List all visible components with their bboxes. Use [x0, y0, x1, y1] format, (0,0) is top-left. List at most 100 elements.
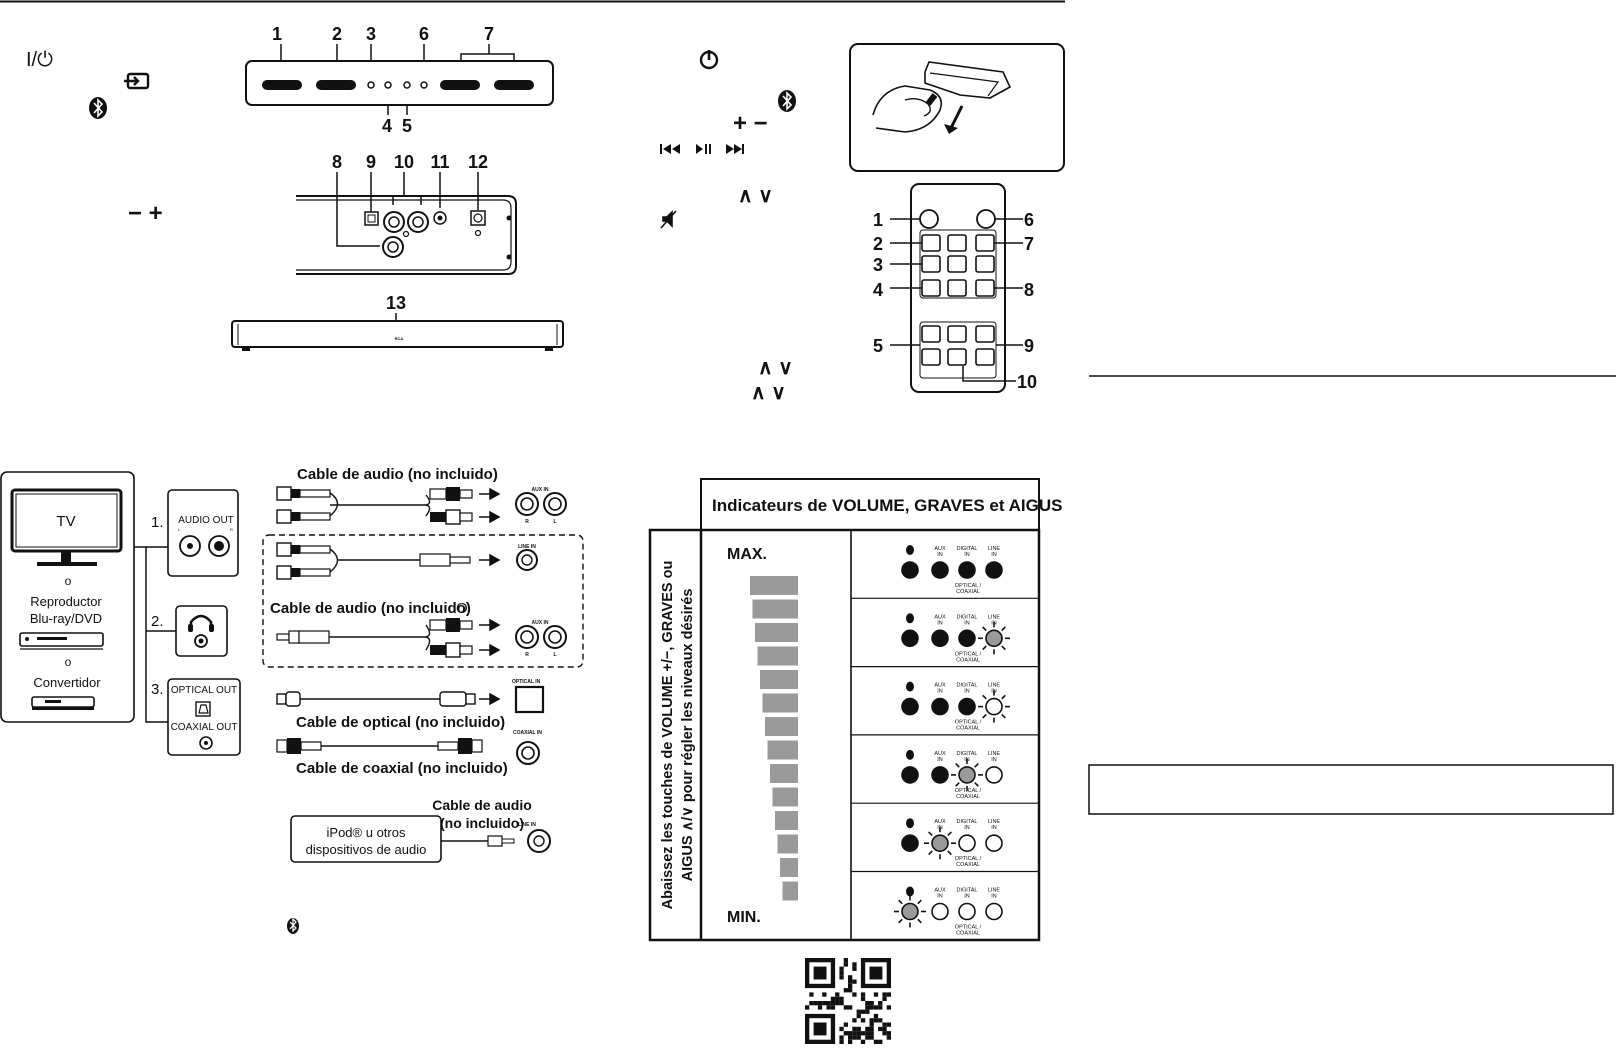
- rca-to-mini-cable: [276, 542, 501, 580]
- ind-bluetooth-icon: [906, 613, 914, 624]
- callout-3: 3: [366, 24, 376, 44]
- cable-audio-label-3-line2: (no incluido): [440, 815, 524, 831]
- ind-label-aux-in: IN: [937, 620, 943, 626]
- indicator-led: [931, 697, 949, 716]
- ind-label-digital: DIGITAL: [957, 819, 978, 825]
- bluetooth-small-icon: [287, 917, 299, 934]
- remote-callout-9: 9: [1024, 336, 1034, 356]
- ind-label-aux: AUX: [934, 888, 946, 894]
- mini-to-rca-cable: [276, 618, 501, 658]
- ipod-device-box: [290, 815, 442, 863]
- optical-coaxial-out-panel: [167, 678, 241, 756]
- side-text-line1: Abaissez les touches de VOLUME +/−, GRAV…: [660, 561, 676, 910]
- ind-label-aux: AUX: [934, 751, 946, 757]
- ind-label-line-in: IN: [991, 757, 997, 763]
- volume-bar: [752, 599, 798, 619]
- indicator-led: [985, 902, 1003, 921]
- power-symbol: I/⏻: [26, 49, 53, 71]
- ind-label-optical: OPTICAL /: [955, 856, 982, 862]
- volume-bar: [750, 576, 798, 595]
- callout-1: 1: [272, 24, 282, 44]
- ind-label-digital-in: IN: [964, 689, 970, 695]
- indicator-led: [924, 827, 956, 860]
- bluetooth-icon: [89, 97, 107, 119]
- remote-callout-8: 8: [1024, 280, 1034, 300]
- remote-callout-7: 7: [1024, 234, 1034, 254]
- ind-label-optical: OPTICAL /: [955, 925, 982, 931]
- volume-bars: [750, 576, 798, 901]
- indicator-led: [985, 561, 1003, 579]
- callout-11: 11: [430, 152, 449, 172]
- remote-callout-4: 4: [873, 280, 883, 300]
- remote-bluetooth-icon: [778, 90, 796, 112]
- cable-coaxial-label: Cable de coaxial (no incluido): [296, 760, 508, 777]
- remote-btn-power: [919, 209, 939, 229]
- remote-callout-3: 3: [873, 255, 883, 275]
- player-label-line2: Blu-ray/DVD: [30, 611, 102, 626]
- indicator-led: [931, 629, 949, 648]
- volume-bar: [772, 787, 798, 807]
- ind-bluetooth-icon: [906, 545, 914, 555]
- or-label-2: o: [65, 655, 72, 669]
- cable-audio-label-3-line1: Cable de audio: [432, 797, 532, 813]
- callout-10: 10: [394, 152, 414, 172]
- aux-l-1: L: [553, 519, 556, 525]
- remote-volume-symbol: + −: [733, 110, 768, 137]
- line-in-label-2: LINE IN: [518, 822, 536, 828]
- front-logo: RCA: [395, 336, 404, 341]
- remote-updown-symbol-2: ∧ ∨: [758, 357, 793, 379]
- volume-symbol: − +: [128, 200, 163, 227]
- battery-insert-illustration: [849, 43, 1065, 172]
- remote-btn-mute: [976, 209, 996, 229]
- volume-bar: [770, 764, 798, 783]
- optical-in-label: OPTICAL IN: [512, 679, 541, 685]
- volume-bar: [762, 693, 798, 713]
- aux-l-2: L: [553, 652, 556, 658]
- indicator-led: [958, 697, 976, 716]
- audio-out-l: L: [178, 527, 181, 532]
- chart-header: Indicateurs de VOLUME, GRAVES et AIGUS: [712, 496, 1062, 515]
- ind-label-digital-in: IN: [964, 552, 970, 558]
- indicator-led: [894, 895, 926, 928]
- ind-label-aux-in: IN: [937, 757, 943, 763]
- ind-label-aux: AUX: [934, 683, 946, 689]
- ind-label-line: LINE: [988, 683, 1001, 689]
- connection-diagram: TV o Reproductor Blu-ray/DVD o Convertid…: [0, 466, 584, 934]
- indicator-led: [901, 834, 919, 853]
- ind-label-coaxial: COAXIAL: [956, 657, 980, 663]
- ind-label-digital-in: IN: [964, 894, 970, 900]
- bluray-player-icon: [19, 632, 104, 650]
- optical-in-port: [514, 685, 545, 714]
- indicator-led: [931, 902, 949, 921]
- min-label: MIN.: [727, 909, 761, 926]
- indicator-led: [931, 561, 949, 579]
- indicator-led: [958, 902, 976, 921]
- line-in-label-1: LINE IN: [518, 544, 536, 550]
- aux-r-1: R: [525, 519, 529, 525]
- ind-bluetooth-icon: [906, 818, 914, 829]
- ind-label-line: LINE: [988, 546, 1001, 552]
- indicator-led: [958, 629, 976, 648]
- top-panel-buttons: [262, 80, 534, 90]
- remote-callout-1: 1: [873, 210, 883, 230]
- ind-label-line-in: IN: [991, 894, 997, 900]
- right-column-box: [1088, 764, 1614, 815]
- ind-label-aux: AUX: [934, 614, 946, 620]
- audio-out-label: AUDIO OUT: [178, 515, 234, 526]
- max-label: MAX.: [727, 546, 767, 563]
- volume-bar: [757, 646, 798, 666]
- ind-label-coaxial: COAXIAL: [956, 589, 980, 595]
- ind-label-digital: DIGITAL: [957, 614, 978, 620]
- indicator-led: [931, 766, 949, 784]
- ind-label-coaxial: COAXIAL: [956, 862, 980, 868]
- ind-label-line: LINE: [988, 819, 1001, 825]
- ind-label-aux-in: IN: [937, 689, 943, 695]
- headphone-icon: [189, 614, 213, 628]
- alternate-cable-group: [262, 534, 584, 668]
- callout-8: 8: [332, 152, 342, 172]
- ind-label-digital: DIGITAL: [957, 546, 978, 552]
- converter-icon: [31, 696, 95, 710]
- ind-label-line-in: IN: [991, 825, 997, 831]
